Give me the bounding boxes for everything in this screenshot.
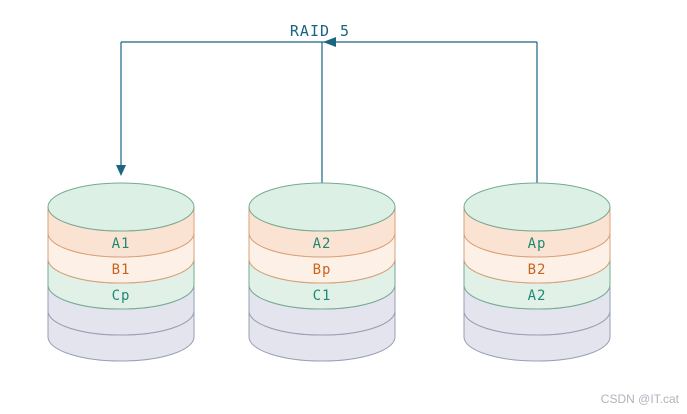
disk-2: A2 Bp C1 — [248, 182, 396, 363]
disk-3-block-label: B2 — [528, 262, 547, 278]
raid-title: RAID 5 — [290, 22, 350, 40]
disk-3-block-label: Ap — [528, 236, 547, 252]
disk-1-block-label: B1 — [112, 262, 131, 278]
disk-2-top-ellipse — [248, 182, 396, 232]
disk-3-block-label: A2 — [528, 288, 547, 304]
disk-1-top-ellipse — [47, 182, 195, 232]
disk-2-block-label: A2 — [313, 236, 332, 252]
disk-3-top-ellipse — [463, 182, 611, 232]
disk-1-block-label: A1 — [112, 236, 131, 252]
disk-3-cylinder: Ap B2 A2 — [463, 182, 611, 362]
arrowhead-down-icon — [116, 165, 126, 176]
disk-2-cylinder: A2 Bp C1 — [248, 182, 396, 362]
disk-1-cylinder: A1 B1 Cp — [47, 182, 195, 362]
disk-1: A1 B1 Cp — [47, 182, 195, 363]
disk-1-block-label: Cp — [112, 288, 131, 304]
disk-3: Ap B2 A2 — [463, 182, 611, 363]
disk-2-block-label: C1 — [313, 288, 332, 304]
csdn-watermark: CSDN @IT.cat — [600, 392, 679, 406]
arrowhead-left-icon — [323, 37, 336, 47]
disk-2-block-label: Bp — [313, 262, 332, 278]
